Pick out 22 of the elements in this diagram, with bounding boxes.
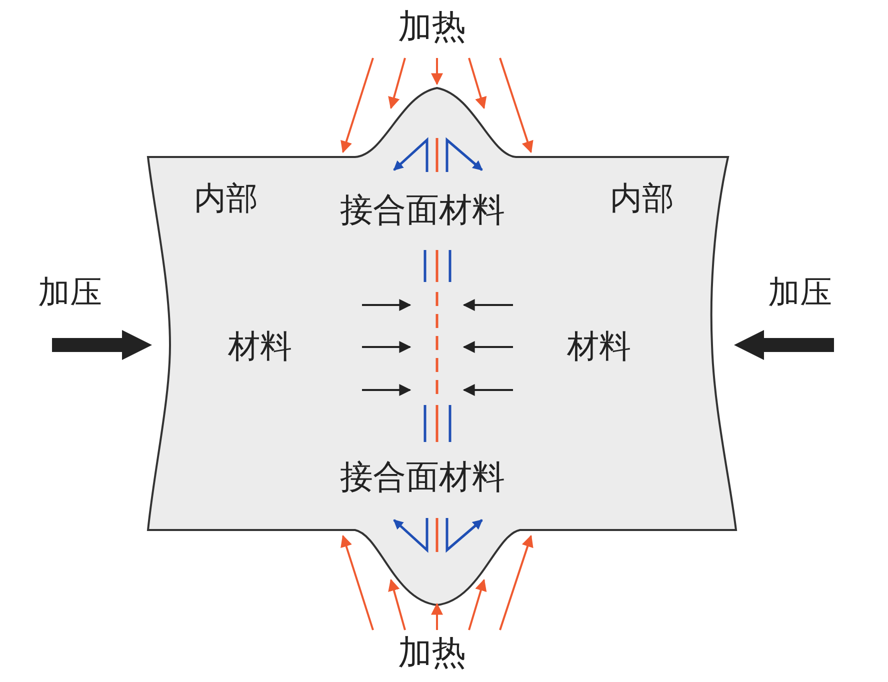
arrow — [52, 330, 152, 360]
arrow — [388, 58, 406, 110]
arrow — [468, 58, 487, 110]
arrow — [340, 534, 374, 630]
arrow — [468, 578, 487, 630]
arrow — [499, 534, 534, 630]
arrow — [499, 58, 534, 154]
arrow — [431, 58, 443, 86]
label-text: 内部 — [194, 182, 258, 214]
label-text: 接合面材料 — [340, 460, 505, 493]
label-text: 内部 — [610, 182, 674, 214]
label-text: 材料 — [567, 330, 631, 362]
arrow — [388, 578, 406, 630]
arrow — [734, 330, 834, 360]
label-text: 加压 — [768, 276, 832, 308]
label-text: 加压 — [38, 276, 102, 308]
heat-label: 加热 — [398, 636, 466, 670]
heat-label: 加热 — [398, 10, 466, 44]
label-text: 材料 — [228, 330, 292, 362]
arrow — [431, 602, 443, 630]
label-text: 接合面材料 — [340, 193, 505, 226]
arrow — [340, 58, 374, 154]
